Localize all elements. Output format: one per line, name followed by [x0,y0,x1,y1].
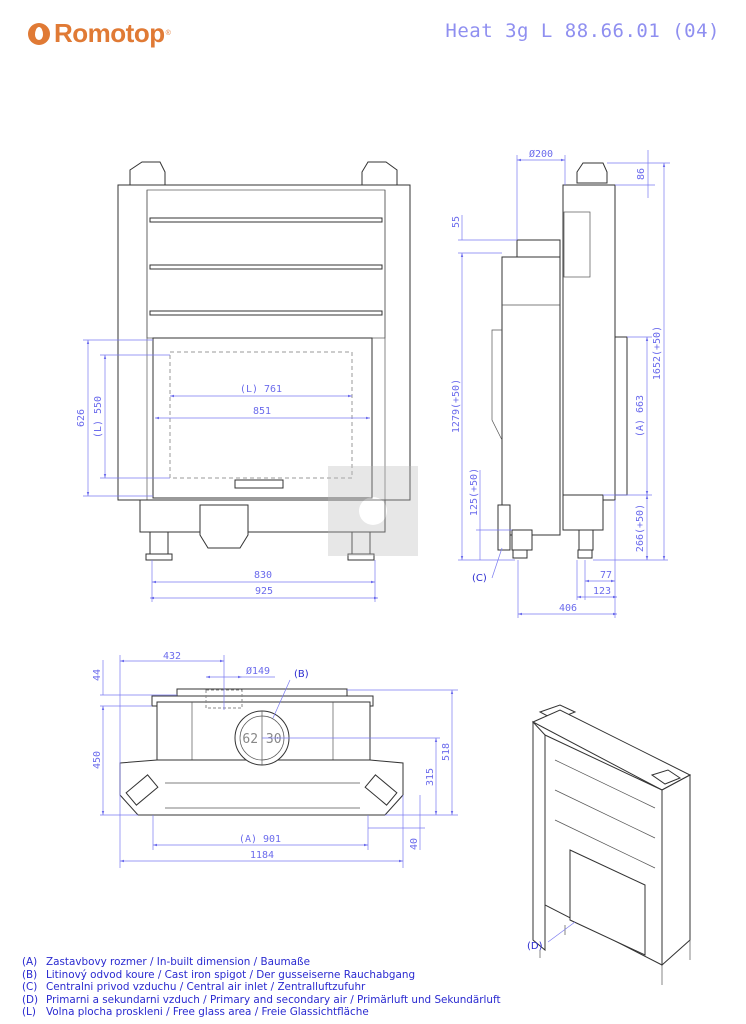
dim-125: 125(+50) [469,468,480,516]
dim-123: 123 [593,586,611,597]
dim-518: 518 [441,743,452,761]
legend-text: Zastavbovy rozmer / In-built dimension /… [46,956,310,968]
isometric-view: (D) [527,704,692,985]
spigot-marking: 62 30 [242,732,281,747]
front-view: 626 (L) 550 (L) 761 851 830 925 [76,161,418,602]
registered-mark: ® [165,30,171,37]
model-title: Heat 3g L 88.66.01 (04) [445,20,720,42]
brand-name: Romotop [54,18,165,48]
dim-a663: (A) 663 [635,395,646,437]
watermark-logo [328,466,418,556]
dim-l550: (L) 550 [93,396,104,438]
legend-item: (L) Volna plocha proskleni / Free glass a… [22,1006,501,1019]
legend: (A) Zastavbovy rozmer / In-built dimensio… [22,956,501,1019]
dim-86: 86 [636,168,647,180]
top-view: 62 30 432 Ø149 44 450 518 315 40 (A) 901… [92,651,458,868]
dim-851: 851 [253,406,271,417]
dim-1652: 1652(+50) [652,326,663,380]
dim-626: 626 [76,409,87,427]
dim-d200: Ø200 [529,148,553,160]
dim-d149: Ø149 [246,665,270,677]
legend-text: Volna plocha proskleni / Free glass area… [46,1006,369,1019]
legend-text: Litinový odvod koure / Cast iron spigot … [46,968,416,981]
legend-key: (A) [22,956,38,968]
dim-432: 432 [163,651,181,662]
legend-key: (B) [22,968,38,981]
dim-925: 925 [255,586,273,597]
dim-266: 266(+50) [635,504,646,552]
dim-77: 77 [600,570,612,581]
romotop-logo: Romotop ® [28,18,171,49]
dim-450: 450 [92,751,103,769]
dim-315: 315 [425,768,436,786]
dim-a901: (A) 901 [239,834,281,845]
legend-item: (A) Zastavbovy rozmer / In-built dimensio… [22,956,501,969]
legend-item: (B) Litinový odvod koure / Cast iron spig… [22,969,501,982]
legend-text: Primarni a sekundarni vzduch / Primary a… [46,993,501,1006]
legend-key: (D) [22,993,39,1006]
callout-c: (C) [472,573,487,584]
dim-406: 406 [559,603,577,614]
dim-44: 44 [92,669,103,681]
dim-55: 55 [451,216,462,228]
legend-text: Centralni privod vzduchu / Central air i… [46,981,366,994]
dim-l761: (L) 761 [240,384,282,395]
dim-40: 40 [409,838,420,850]
dim-1184: 1184 [250,850,274,861]
callout-b: (B) [294,669,309,680]
dim-1279: 1279(+50) [451,379,462,433]
callout-d: (D) [527,941,543,952]
legend-item: (C) Centralni privod vzduchu / Central ai… [22,981,501,994]
legend-key: (L) [22,1006,36,1019]
legend-item: (D) Primarni a sekundarni vzduch / Primar… [22,994,501,1007]
flame-logo-icon [28,22,50,45]
legend-key: (C) [22,981,38,994]
side-view: Ø200 86 55 1279(+50) 125(+50) (A) 663 26… [451,148,670,618]
dim-830: 830 [254,570,272,581]
